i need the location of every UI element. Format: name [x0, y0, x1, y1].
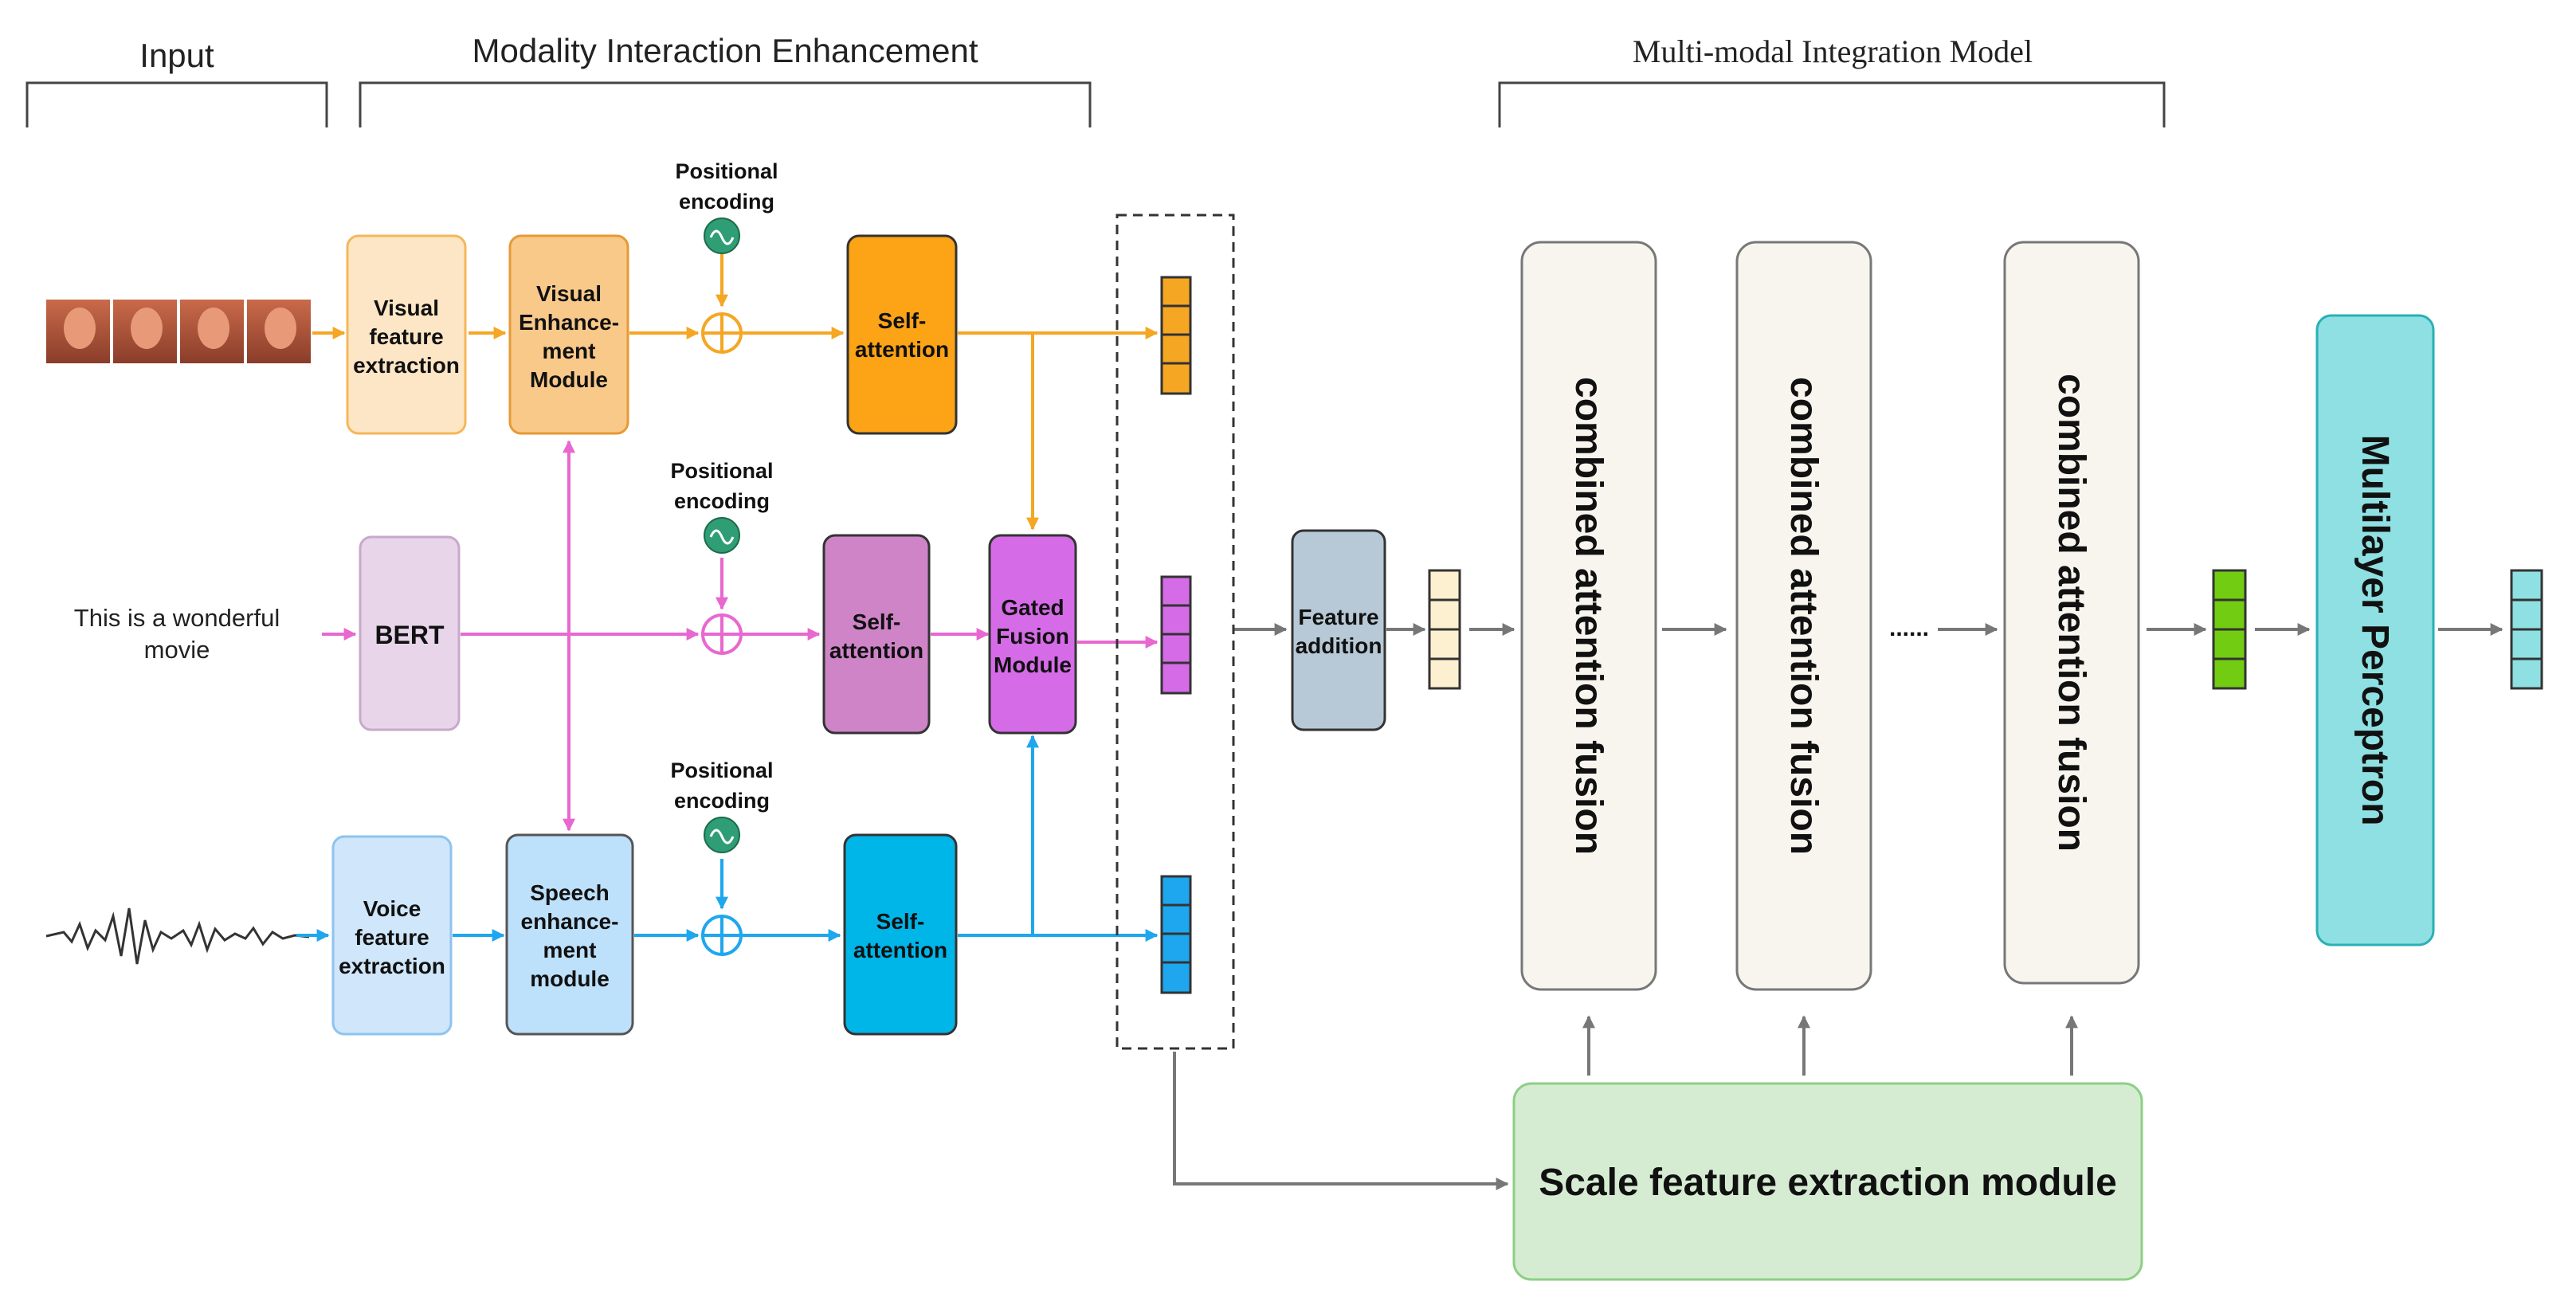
gated-fusion-line1: Gated [1001, 595, 1064, 620]
multilayer-perceptron-box: Multilayer Perceptron [2315, 314, 2435, 946]
visual-extraction-line1: Visual [374, 296, 439, 320]
header-input: Input [25, 37, 328, 127]
voice-feature-extraction-box: Voice feature extraction [331, 835, 453, 1036]
positional-label-line1: Positional [670, 758, 773, 782]
positional-encoding-text: Positional encoding [670, 459, 774, 655]
speech-self-attention-box: Self- attention [843, 833, 958, 1036]
speech-self-attention-line1: Self- [876, 909, 925, 934]
positional-encoding-visual: Positional encoding [675, 159, 778, 354]
scale-module-label: Scale feature extraction module [1539, 1162, 2117, 1204]
header-integration-label: Multi-modal Integration Model [1633, 33, 2033, 69]
visual-feature-vector [1160, 276, 1192, 395]
gated-fusion-module-box: Gated Fusion Module [988, 534, 1077, 735]
text-feature-vector [1160, 575, 1192, 695]
speech-enhancement-line1: Speech [530, 880, 610, 905]
gated-fusion-line2: Fusion [996, 624, 1069, 649]
positional-label-line2: encoding [674, 789, 770, 813]
visual-feature-extraction-box: Visual feature extraction [346, 234, 467, 435]
integration-arrows [1173, 623, 2503, 1190]
text-self-attention-box: Self- attention [822, 534, 931, 735]
speech-enhancement-line3: ment [543, 938, 597, 962]
fusion-block-n: combined attention fusion [2003, 241, 2140, 985]
fusion-block-label: combined attention fusion [1567, 377, 1610, 855]
header-integration: Multi-modal Integration Model [1498, 33, 2166, 127]
speech-enhancement-module-box: Speech enhance- ment module [505, 833, 634, 1036]
positional-label-line2: encoding [679, 190, 774, 214]
visual-enhancement-module-box: Visual Enhance- ment Module [508, 234, 629, 435]
repeat-ellipsis: ...... [1889, 615, 1929, 641]
visual-enhancement-line2: Enhance- [519, 310, 619, 335]
positional-label-line1: Positional [670, 459, 773, 483]
fused-feature-vector [2212, 569, 2247, 690]
fusion-block-1: combined attention fusion [1520, 241, 1657, 991]
output-vector [2510, 569, 2543, 690]
visual-self-attention-box: Self- attention [846, 234, 958, 435]
input-text: This is a wonderful movie [74, 604, 280, 664]
text-self-attention-line1: Self- [853, 609, 901, 634]
voice-extraction-line2: feature [355, 925, 429, 950]
speech-row-arrows [296, 735, 1159, 942]
positional-encoding-speech: Positional encoding [670, 758, 774, 956]
input-text-line2: movie [144, 636, 210, 664]
scale-feature-extraction-box: Scale feature extraction module [1512, 1082, 2143, 1281]
header-modality-label: Modality Interaction Enhancement [472, 32, 978, 69]
gated-fusion-line3: Module [994, 652, 1072, 677]
text-row-arrows [322, 440, 1159, 832]
speech-enhancement-line2: enhance- [521, 909, 619, 934]
visual-enhancement-line4: Module [530, 367, 608, 392]
mlp-label: Multilayer Perceptron [2354, 435, 2396, 826]
fusion-block-label: combined attention fusion [2050, 374, 2092, 852]
modality-outputs-group [1115, 214, 1235, 1050]
visual-enhancement-line3: ment [543, 339, 596, 363]
added-feature-vector [1428, 569, 1461, 690]
face-frames-image [46, 300, 311, 363]
feature-addition-line1: Feature [1298, 605, 1378, 629]
positional-label-line1: Positional [675, 159, 778, 183]
fusion-block-2: combined attention fusion [1735, 241, 1872, 991]
bert-box: BERT [359, 535, 461, 731]
voice-extraction-line3: extraction [339, 954, 445, 978]
header-modality: Modality Interaction Enhancement [359, 32, 1092, 127]
waveform-image [45, 907, 310, 965]
feature-addition-box: Feature addition [1291, 529, 1386, 731]
speech-self-attention-line2: attention [853, 938, 947, 962]
speech-feature-vector [1160, 875, 1192, 994]
visual-extraction-line3: extraction [353, 353, 460, 378]
visual-row-arrows [312, 253, 1159, 531]
visual-enhancement-line1: Visual [536, 281, 602, 306]
bert-label: BERT [374, 621, 445, 649]
fusion-block-label: combined attention fusion [1782, 377, 1825, 855]
visual-self-attention-line2: attention [855, 337, 949, 362]
speech-enhancement-line4: module [530, 966, 610, 991]
voice-extraction-line1: Voice [363, 896, 421, 921]
header-input-label: Input [139, 37, 214, 74]
feature-addition-line2: addition [1296, 633, 1382, 658]
input-text-line1: This is a wonderful [74, 604, 280, 632]
visual-self-attention-line1: Self- [878, 308, 927, 333]
text-self-attention-line2: attention [829, 638, 923, 663]
positional-label-line2: encoding [674, 489, 770, 513]
visual-extraction-line2: feature [369, 324, 443, 349]
